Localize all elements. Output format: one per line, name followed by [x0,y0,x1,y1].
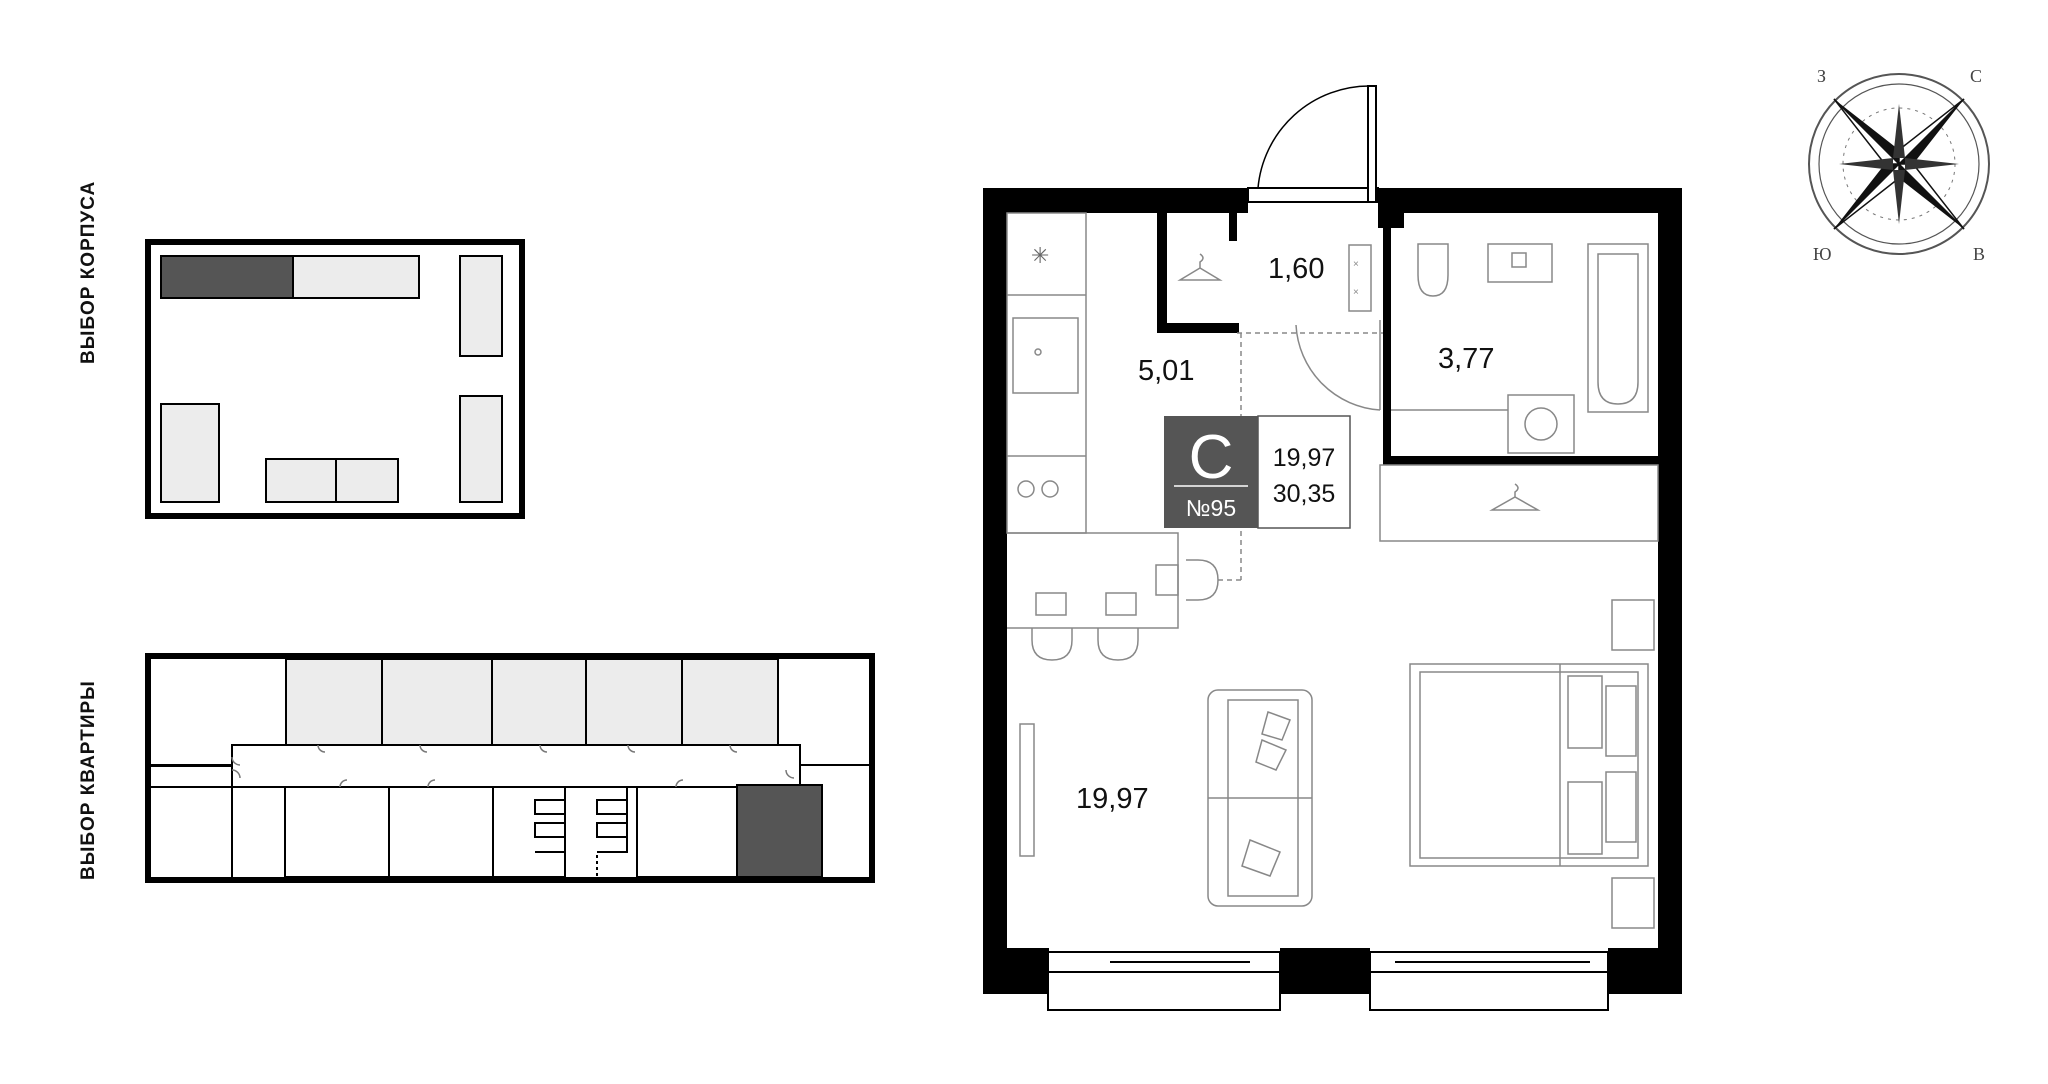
building-selector[interactable]: ВЫБОР КОРПУСА [78,181,525,519]
hanger-icon [1177,253,1223,281]
sofa [1207,689,1313,907]
apartment-plan: ✳ × × [983,85,1682,1011]
apartment-unit[interactable] [492,786,566,878]
building-block[interactable] [459,395,503,503]
kitchen-counter: ✳ [1006,212,1087,534]
compass-rose-icon: З С Ю В [1808,66,1990,264]
building-block[interactable] [265,458,337,503]
building-block[interactable] [292,255,420,299]
closet-area-label: 1,60 [1268,253,1324,285]
interior-walls [1157,211,1658,465]
living-area-label: 19,97 [1076,783,1149,815]
bathroom-fixtures [1391,243,1649,454]
compass-south: Ю [1813,244,1832,264]
windows [1047,951,1609,1011]
compass-east: В [1973,244,1985,264]
badge-total-area: 30,35 [1273,480,1336,508]
apartment-badge: С №95 19,97 30,35 [1164,415,1351,529]
apartment-unit-selected[interactable] [736,784,823,878]
kitchen-area-label: 5,01 [1138,355,1194,387]
apartment-selector-label: ВЫБОР КВАРТИРЫ [78,680,99,880]
apartment-number: №95 [1186,495,1236,521]
bathroom-door [1218,320,1383,581]
badge-living-area: 19,97 [1273,444,1336,472]
apartment-unit[interactable] [381,658,493,746]
corridor-doors [231,744,795,788]
entrance-door [1247,85,1379,203]
corridor [231,744,801,788]
wardrobe [1379,464,1659,542]
dining-table [1007,532,1219,661]
apartment-unit[interactable] [491,658,587,746]
exterior-walls [983,188,1682,994]
radiator [1019,723,1035,857]
stair-core [534,786,628,877]
apartment-type-letter: С [1189,423,1234,492]
cabinet: × × [1348,244,1372,312]
apartment-unit[interactable] [636,786,738,878]
building-selector-label: ВЫБОР КОРПУСА [78,181,99,364]
bed [1409,599,1655,929]
building-block[interactable] [335,458,399,503]
bath-area-label: 3,77 [1438,343,1494,375]
compass-west: З [1817,66,1826,86]
snowflake-icon: ✳ [1031,243,1049,268]
svg-text:×: × [1353,287,1359,298]
apartment-unit[interactable] [285,658,383,746]
svg-text:×: × [1353,259,1359,270]
building-block-selected[interactable] [160,255,294,299]
apartment-unit[interactable] [388,786,494,878]
apartment-unit[interactable] [284,786,390,878]
apartment-unit[interactable] [681,658,779,746]
compass-north: С [1970,66,1982,86]
building-block[interactable] [459,255,503,357]
building-block[interactable] [160,403,220,503]
apartment-unit[interactable] [585,658,683,746]
apartment-selector[interactable]: ВЫБОР КВАРТИРЫ [78,653,875,883]
